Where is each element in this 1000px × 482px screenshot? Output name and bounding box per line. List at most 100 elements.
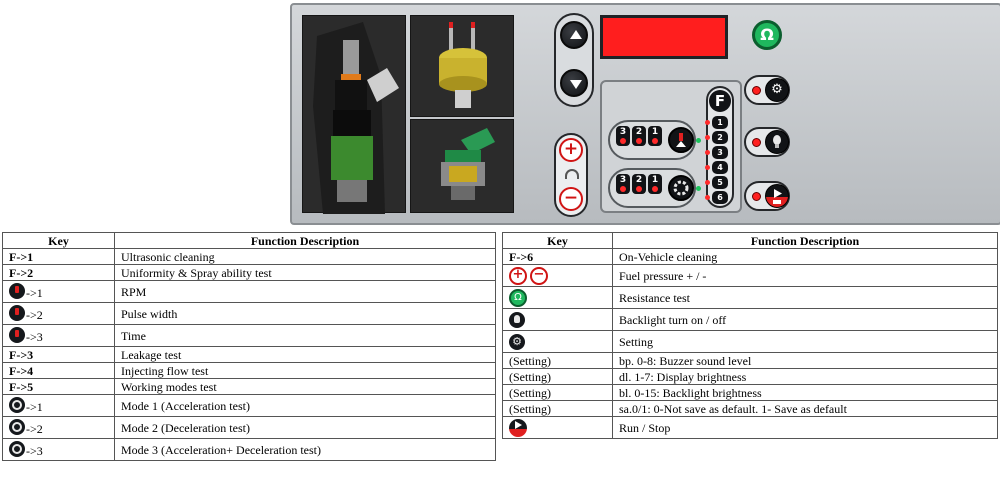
table-row: Backlight turn on / off	[502, 308, 998, 331]
device-control-panel: Ω + − 3 2 1 3 2 1	[290, 3, 1000, 225]
key-suffix: ->3	[26, 444, 43, 458]
f-num-key-5[interactable]: 5	[705, 176, 728, 189]
desc-cell: Ultrasonic cleaning	[114, 248, 496, 265]
table-row: (Setting) dl. 1-7: Display brightness	[502, 368, 998, 385]
header-function: Function Description	[612, 232, 998, 249]
desc-cell: RPM	[114, 280, 496, 303]
run-stop-control	[744, 181, 790, 211]
injector-select-button[interactable]	[668, 127, 694, 153]
pressure-plus-button[interactable]: +	[559, 138, 583, 162]
table-row: ->2 Pulse width	[2, 302, 496, 325]
key-cell: F->3	[2, 346, 115, 363]
run-stop-led	[752, 192, 761, 201]
key-cell: F->6	[502, 248, 613, 265]
up-arrow-button[interactable]	[560, 21, 588, 49]
table-header-row: Key Function Description	[2, 232, 496, 249]
desc-cell: Setting	[612, 330, 998, 353]
backlight-button[interactable]	[765, 130, 789, 154]
injector-photo-large	[302, 15, 406, 214]
ohm-resistance-button[interactable]: Ω	[752, 20, 782, 50]
f-num-key-2[interactable]: 2	[705, 131, 728, 144]
row1-key-1[interactable]: 1	[648, 126, 662, 146]
key-cell: ->2	[2, 302, 115, 325]
key-cell: F->2	[2, 264, 115, 281]
key-suffix: ->2	[26, 308, 43, 322]
key-cell: ->3	[2, 438, 115, 461]
row2-key-3[interactable]: 3	[616, 174, 630, 194]
key-cell	[502, 308, 613, 331]
desc-cell: dl. 1-7: Display brightness	[612, 368, 998, 385]
table-row: ->1 RPM	[2, 280, 496, 303]
desc-cell: Run / Stop	[612, 416, 998, 439]
row1-green-led	[696, 138, 701, 143]
desc-cell: bp. 0-8: Buzzer sound level	[612, 352, 998, 369]
f-num-label: 1	[717, 118, 723, 127]
f-num-label: 4	[717, 163, 723, 172]
header-key: Key	[2, 232, 115, 249]
key-cell: Ω	[502, 286, 613, 309]
pressure-minus-button[interactable]: −	[559, 187, 583, 211]
f-num-key-6[interactable]: 6	[705, 191, 728, 204]
backlight-led	[752, 138, 761, 147]
injector-top-image	[439, 22, 487, 108]
key-cell: F->4	[2, 362, 115, 379]
key-cell: (Setting)	[502, 368, 613, 385]
row2-key-label: 2	[635, 175, 643, 185]
key-function-table-right: Key Function Description F->6 On-Vehicle…	[502, 232, 998, 439]
run-stop-button[interactable]	[765, 184, 789, 208]
injector-icon	[676, 133, 686, 147]
table-row: ->2 Mode 2 (Deceleration test)	[2, 416, 496, 439]
mode-select-button[interactable]	[668, 175, 694, 201]
backlight-control	[744, 127, 790, 157]
desc-cell: Leakage test	[114, 346, 496, 363]
pressure-gauge-icon	[565, 169, 579, 179]
table-row: F->3 Leakage test	[2, 346, 496, 363]
header-function: Function Description	[114, 232, 496, 249]
minus-icon: −	[530, 266, 548, 285]
gear-icon: ⚙	[509, 333, 525, 350]
row2-green-led	[696, 186, 701, 191]
table-row: + − Fuel pressure + / -	[502, 264, 998, 287]
ohm-icon: Ω	[509, 288, 527, 307]
f-function-column: F 1 2 3 4 5 6	[705, 86, 734, 208]
f-num-key-4[interactable]: 4	[705, 161, 728, 174]
table-row: ->1 Mode 1 (Acceleration test)	[2, 394, 496, 417]
key-cell: F->1	[2, 248, 115, 265]
desc-cell: Injecting flow test	[114, 362, 496, 379]
mode-icon	[9, 419, 25, 436]
f-num-key-3[interactable]: 3	[705, 146, 728, 159]
f-num-label: 3	[717, 148, 723, 157]
row2-key-2[interactable]: 2	[632, 174, 646, 194]
desc-cell: bl. 0-15: Backlight brightness	[612, 384, 998, 401]
row1-key-3[interactable]: 3	[616, 126, 630, 146]
row1-key-2[interactable]: 2	[632, 126, 646, 146]
table-row: (Setting) sa.0/1: 0-Not save as default.…	[502, 400, 998, 417]
down-arrow-button[interactable]	[560, 69, 588, 97]
key-suffix: ->1	[26, 400, 43, 414]
desc-cell: Working modes test	[114, 378, 496, 395]
setting-gear-button[interactable]: ⚙	[765, 78, 789, 102]
desc-cell: Time	[114, 324, 496, 347]
working-mode-row: 3 2 1	[608, 168, 696, 208]
key-cell	[502, 416, 613, 439]
mode-icon	[9, 441, 25, 458]
key-cell: F->5	[2, 378, 115, 395]
row2-key-label: 3	[619, 175, 627, 185]
row2-key-label: 1	[651, 175, 659, 185]
key-function-table-left: Key Function Description F->1 Ultrasonic…	[2, 232, 496, 461]
run-stop-icon	[509, 418, 527, 437]
table-row: F->2 Uniformity & Spray ability test	[2, 264, 496, 281]
red-led-display	[600, 15, 728, 59]
table-row: F->6 On-Vehicle cleaning	[502, 248, 998, 265]
injector-photo-top	[410, 15, 514, 117]
f-num-key-1[interactable]: 1	[705, 116, 728, 129]
key-cell: + −	[502, 264, 613, 287]
table-row: F->5 Working modes test	[2, 378, 496, 395]
key-cell: (Setting)	[502, 352, 613, 369]
desc-cell: Uniformity & Spray ability test	[114, 264, 496, 281]
row2-key-1[interactable]: 1	[648, 174, 662, 194]
f-function-button[interactable]: F	[709, 90, 731, 112]
setting-control: ⚙	[744, 75, 790, 105]
desc-cell: Fuel pressure + / -	[612, 264, 998, 287]
desc-cell: Resistance test	[612, 286, 998, 309]
